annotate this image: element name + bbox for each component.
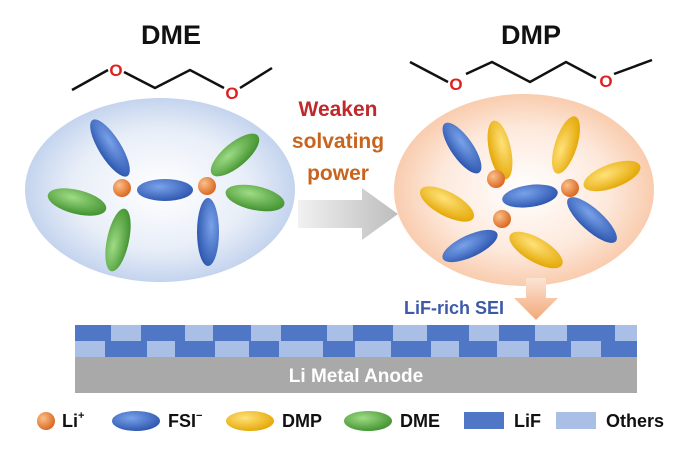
sei-other-block [251, 325, 281, 341]
sei-other-block [185, 325, 213, 341]
dme-solvent [105, 208, 131, 272]
sei-lif-block [175, 341, 215, 357]
sei-lif-block [249, 341, 279, 357]
dmp-oxygen-2: O [599, 72, 612, 91]
dmp-molecule: O O [409, 58, 653, 94]
sei-other-block [75, 341, 105, 357]
sei-other-block [147, 341, 175, 357]
dme-solvent [210, 133, 260, 177]
dmp-solvation-cluster [419, 116, 641, 269]
fsi-anion [442, 122, 482, 174]
sei-lif-block [353, 325, 393, 341]
dmp-solvent [552, 116, 580, 174]
legend-fsi-icon [112, 411, 160, 431]
dmp-solvent [419, 186, 475, 222]
li-ion [493, 210, 511, 228]
fsi-anion [90, 119, 130, 177]
process-arrow [298, 188, 398, 240]
fsi-anion [502, 184, 558, 208]
sei-lif-block [427, 325, 469, 341]
dme-solvation-cluster [47, 119, 285, 272]
sei-other-block [535, 325, 567, 341]
dme-molecule: O O [71, 61, 273, 103]
arrow-label-line-3: power [307, 162, 369, 185]
arrow-label-line-1: Weaken [299, 98, 378, 121]
legend-fsi-label: FSI [168, 411, 196, 431]
sei-other-block [327, 325, 353, 341]
sei-layer [75, 325, 637, 357]
dme-solvent [47, 188, 107, 216]
legend-li-icon [37, 412, 55, 430]
fsi-anion [442, 229, 498, 263]
sei-lif-block [391, 341, 431, 357]
legend-others-label: Others [606, 411, 664, 431]
sei-other-block [355, 341, 391, 357]
li-ion [113, 179, 131, 197]
dme-solvent [225, 184, 285, 212]
sei-other-block [393, 325, 427, 341]
sei-lif-block [75, 325, 111, 341]
dmp-oxygen-1: O [449, 75, 462, 94]
legend-dme-icon [344, 411, 392, 431]
sei-lif-block [601, 341, 637, 357]
li-metal-anode [75, 357, 637, 393]
arrow-label-line-2: solvating [292, 130, 384, 153]
dme-title: DME [141, 20, 201, 50]
svg-text:Li+: Li+ [62, 410, 84, 431]
sei-other-block [279, 341, 323, 357]
sei-lif-block [105, 341, 147, 357]
legend-dme-label: DME [400, 411, 440, 431]
legend-dmp-icon [226, 411, 274, 431]
fsi-anion [137, 179, 193, 201]
sei-other-block [571, 341, 601, 357]
sei-other-block [431, 341, 459, 357]
sei-lif-block [459, 341, 497, 357]
dme-oxygen-2: O [225, 84, 238, 103]
sei-lif-block [213, 325, 251, 341]
legend-dmp-label: DMP [282, 411, 322, 431]
fsi-anion [197, 198, 219, 266]
sei-lif-block [499, 325, 535, 341]
legend-others-icon [556, 412, 596, 429]
sei-lif-block [567, 325, 615, 341]
sei-lif-block [529, 341, 571, 357]
sei-other-block [497, 341, 529, 357]
sei-lif-block [281, 325, 327, 341]
sei-other-block [215, 341, 249, 357]
sei-label: LiF-rich SEI [404, 298, 504, 318]
sei-lif-block [323, 341, 355, 357]
dmp-solvent [583, 160, 641, 192]
legend-lif-icon [464, 412, 504, 429]
dmp-title: DMP [501, 20, 561, 50]
legend: Li+ FSI− DMP DME LiF Others [37, 410, 664, 431]
sei-other-block [615, 325, 637, 341]
li-ion [561, 179, 579, 197]
li-ion [487, 170, 505, 188]
fsi-anion [567, 197, 617, 243]
sei-lif-block [141, 325, 185, 341]
sei-other-block [111, 325, 141, 341]
anode-label: Li Metal Anode [289, 366, 423, 387]
legend-li-label: Li [62, 411, 78, 431]
legend-lif-label: LiF [514, 411, 541, 431]
dme-oxygen-1: O [109, 61, 122, 80]
li-ion [198, 177, 216, 195]
dmp-solvent [509, 231, 563, 269]
dmp-solvent [487, 120, 513, 180]
sei-formation-arrow [514, 278, 558, 320]
legend-li-sup: + [78, 410, 84, 422]
sei-other-block [469, 325, 499, 341]
legend-fsi-sup: − [196, 410, 202, 422]
svg-text:FSI−: FSI− [168, 410, 202, 431]
